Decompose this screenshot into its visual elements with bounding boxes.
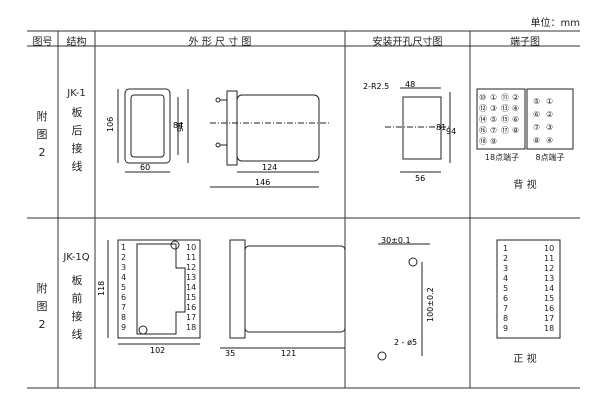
mount-81: 81 <box>436 123 446 132</box>
terminal-18-label: 18点端子 <box>484 153 520 162</box>
mount-top: 30±0.1 <box>381 236 411 245</box>
terminal-8-label: 8点端子 <box>535 153 565 162</box>
unit-label: 单位：mm <box>530 18 580 29</box>
header-terminal: 端子图 <box>510 37 540 48</box>
dim-146: 146 <box>255 178 270 187</box>
dim-60: 60 <box>140 163 150 172</box>
mount-radius: 2-R2.5 <box>363 82 389 91</box>
row2-wiring: 板前接线 <box>71 274 83 341</box>
mount-56: 56 <box>415 174 425 183</box>
dim-102: 102 <box>150 346 165 355</box>
row1-wiring: 板后接线 <box>71 106 83 173</box>
header-mounting: 安装开孔尺寸图 <box>372 37 443 48</box>
dim-35: 35 <box>225 349 235 358</box>
header-fig-no: 图号 <box>32 37 53 48</box>
dim-121: 121 <box>281 349 296 358</box>
dim-124: 124 <box>262 163 277 172</box>
mount-48: 48 <box>405 80 415 89</box>
dim-118: 118 <box>97 281 106 296</box>
header-structure: 结构 <box>66 37 87 48</box>
terminal-view-front: 正 视 <box>513 354 537 365</box>
row1-model: JK-1 <box>67 88 86 99</box>
row2-model: JK-1Q <box>63 252 90 263</box>
mount-hole: 2 - ø5 <box>394 338 417 347</box>
terminal-view-rear: 背 视 <box>513 180 537 191</box>
mount-94: 94 <box>446 127 456 136</box>
dim-94: 94 <box>176 122 185 132</box>
dim-84: 84 <box>173 121 183 130</box>
mount-vert: 100±0.2 <box>426 287 435 322</box>
dim-106: 106 <box>106 117 115 132</box>
header-outline: 外 形 尺 寸 图 <box>188 37 252 48</box>
